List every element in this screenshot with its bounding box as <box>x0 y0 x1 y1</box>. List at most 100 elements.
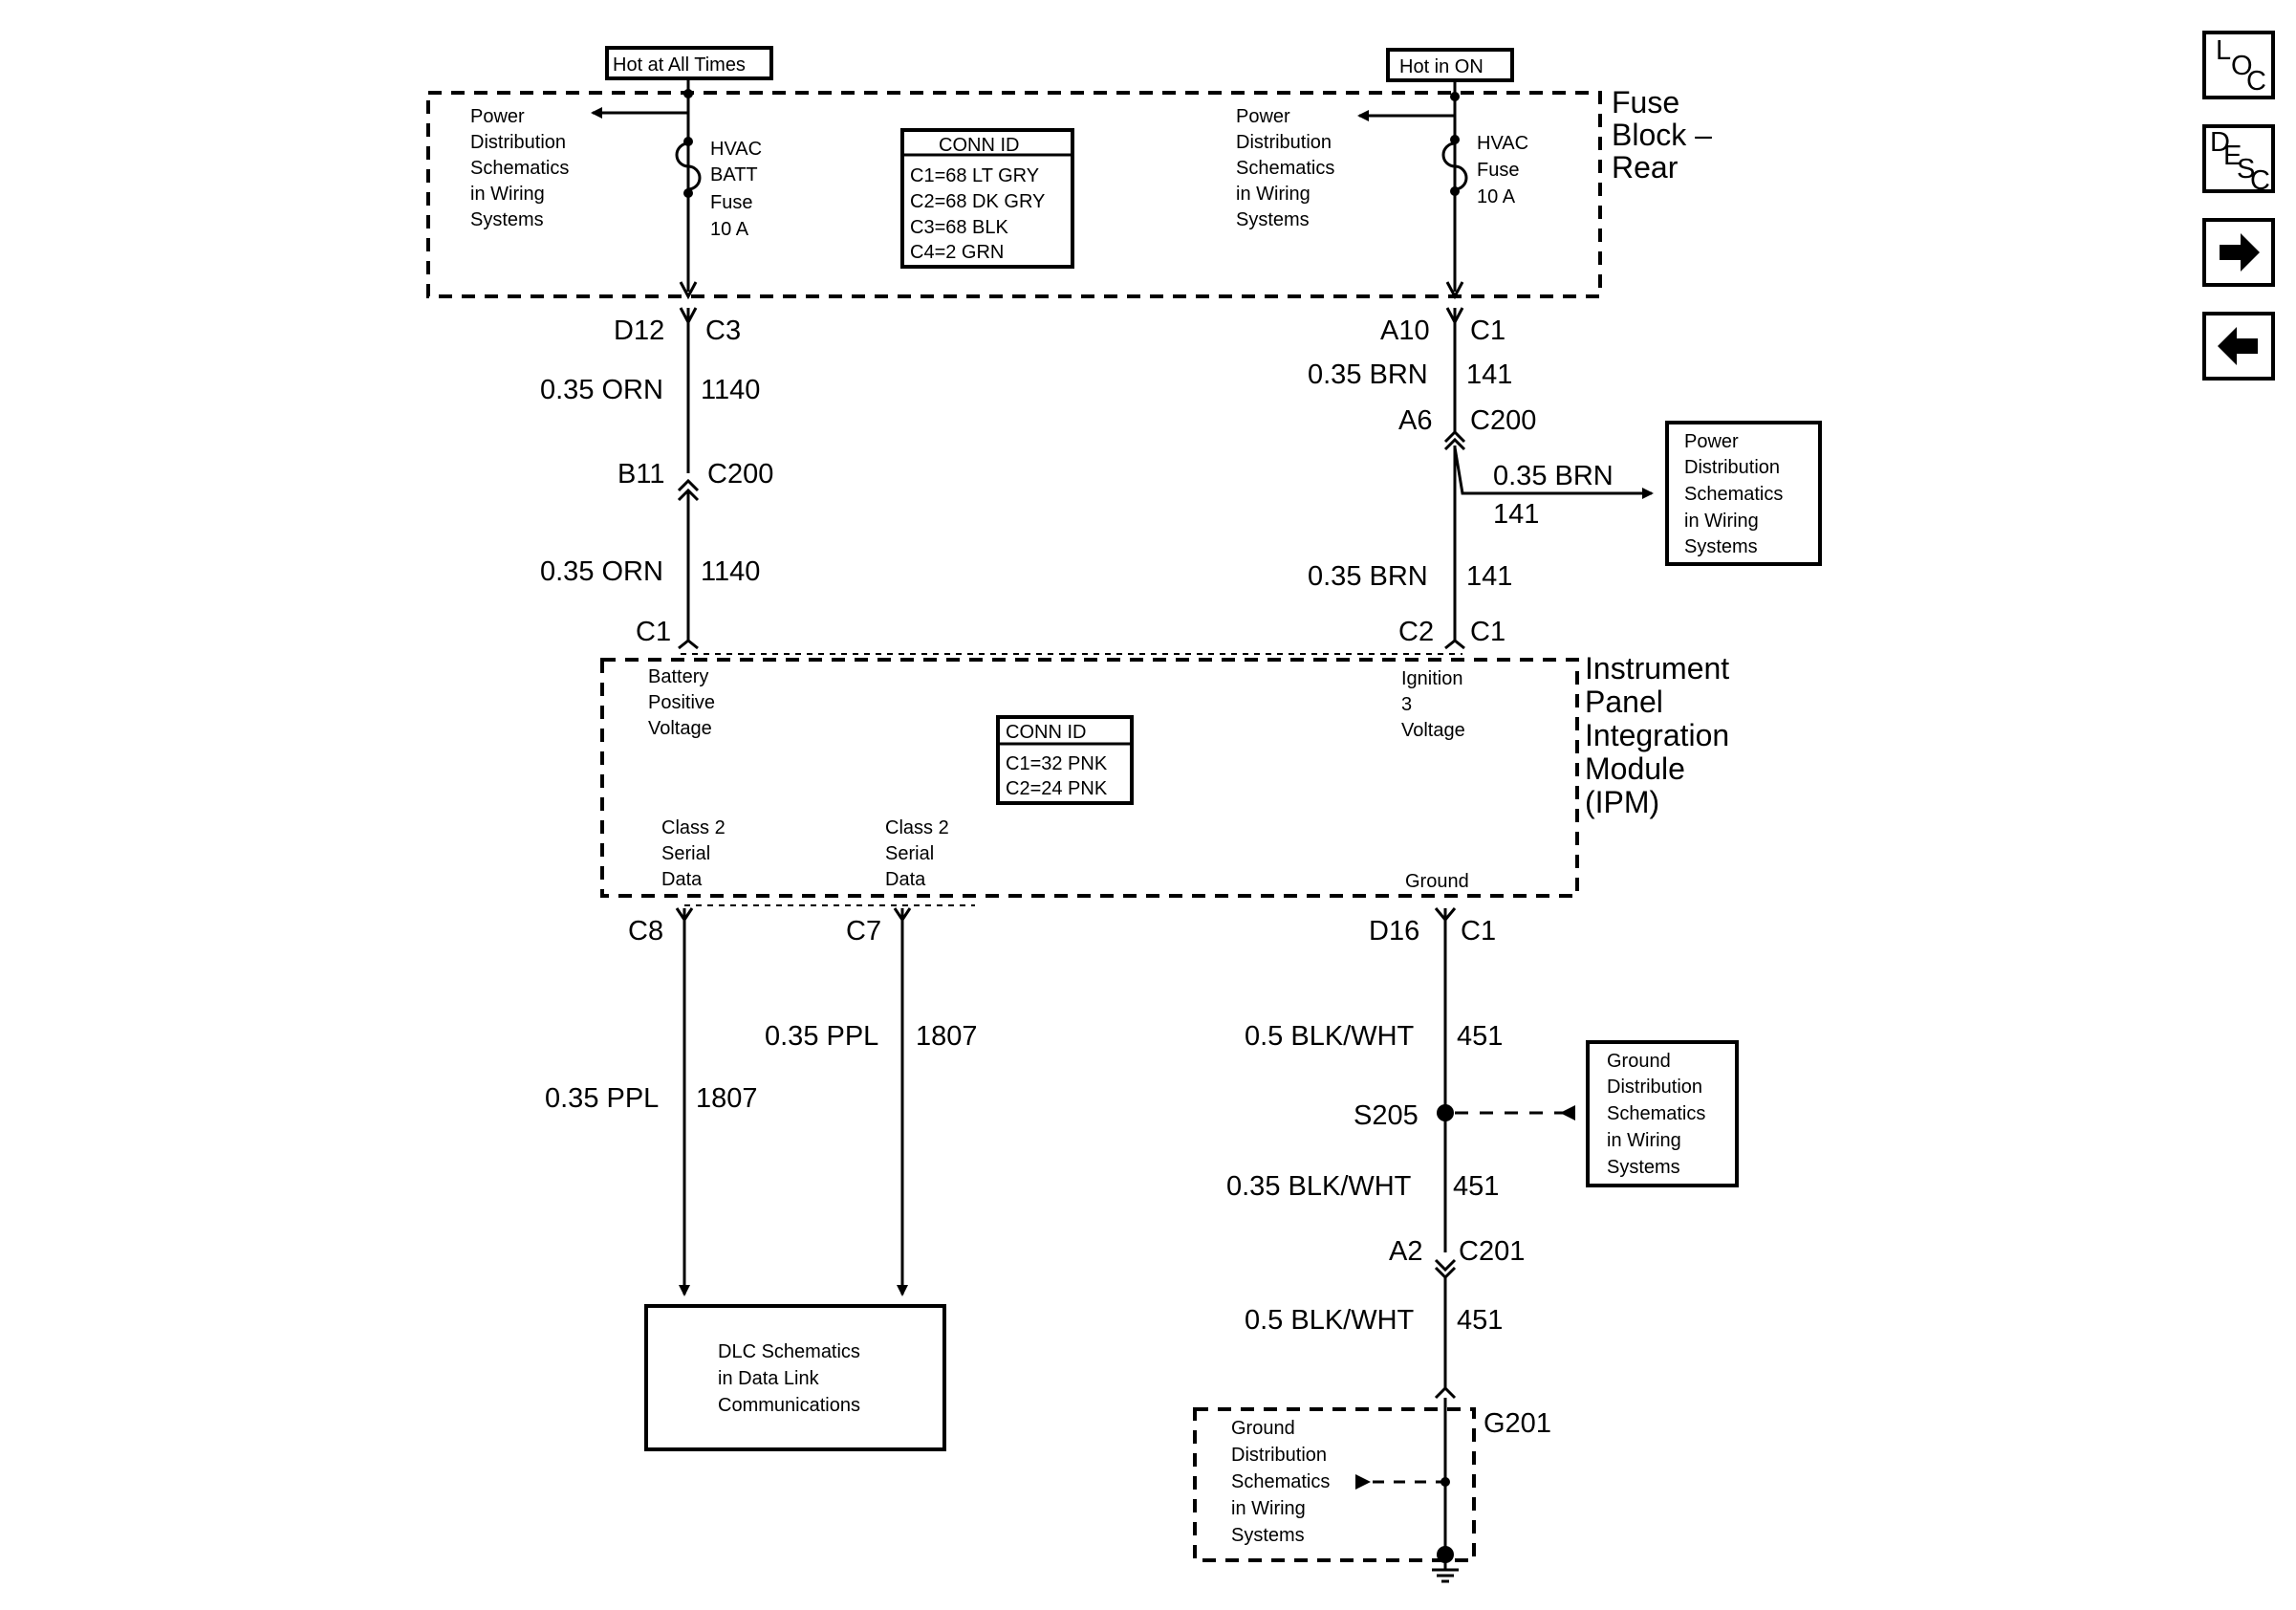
ipm-conn-c1-right: C1 <box>1470 617 1505 647</box>
class2-a-label-3: Data <box>661 869 703 890</box>
ground-dist-ref-box <box>1586 1040 1739 1187</box>
dlc-ref-3: Communications <box>718 1395 860 1416</box>
wire-141-branch <box>1453 446 1654 499</box>
left-fuse-label-1: HVAC <box>710 139 762 160</box>
circuit-451-b: 451 <box>1453 1171 1499 1202</box>
g201-ref-3: Schematics <box>1231 1471 1330 1492</box>
splice-s205-dot <box>1437 1104 1454 1121</box>
desc-letter-s: S <box>2237 154 2255 185</box>
ground-dist-ref-2: Distribution <box>1607 1077 1702 1098</box>
ipm-conn-c1-left: C1 <box>636 617 671 647</box>
loc-letter-l: L <box>2216 35 2231 66</box>
right-power-ref-2: Distribution <box>1236 132 1332 153</box>
circuit-1140: D12 C3 0.35 ORN 1140 B11 C200 0.35 ORN 1… <box>540 307 773 650</box>
conn-c201: C201 <box>1459 1236 1525 1267</box>
right-fuse-dot-top <box>1450 135 1460 144</box>
circuit-1140-b: 1140 <box>701 556 760 587</box>
c200-right-connector-symbol <box>1443 429 1466 451</box>
dlc-ref-2: in Data Link <box>718 1368 820 1389</box>
circuit-451-c: 451 <box>1457 1305 1503 1336</box>
loc-letter-o: O <box>2231 51 2253 81</box>
g201-ref-4: in Wiring <box>1231 1498 1306 1519</box>
circuit-1807-a: 1807 <box>696 1083 758 1114</box>
fuse-conn-c2: C2=68 DK GRY <box>910 191 1045 212</box>
power-dist-ref-box <box>1665 421 1822 566</box>
left-fuse-label-3: Fuse <box>710 192 752 213</box>
ipm-c1-right-connector <box>1444 639 1465 650</box>
wire-color-brn-a: 0.35 BRN <box>1308 359 1428 390</box>
ground-circuit-451: D16 C1 0.5 BLK/WHT 451 S205 0.35 BLK/WHT… <box>1193 907 1739 1583</box>
pin-a10: A10 <box>1380 315 1430 346</box>
left-fuse-label-4: 10 A <box>710 219 749 240</box>
left-fuse-dot-top <box>683 137 693 146</box>
conn-c3: C3 <box>705 315 741 346</box>
right-hvac-fuse-symbol <box>1441 141 1468 191</box>
pin-a2: A2 <box>1389 1236 1422 1267</box>
previous-page-button[interactable] <box>2202 312 2275 381</box>
left-power-ref-4: in Wiring <box>470 184 545 205</box>
right-fuse-dot-bottom <box>1450 186 1460 196</box>
c201-connector-symbol <box>1434 1258 1457 1280</box>
g201-ref-2: Distribution <box>1231 1445 1327 1466</box>
ipm-label-5: (IPM) <box>1585 785 1659 819</box>
pin-c8: C8 <box>628 916 663 946</box>
ipm-conn-id-title: CONN ID <box>1006 722 1086 743</box>
left-fuse-terminal <box>679 281 698 300</box>
pin-d12: D12 <box>614 315 664 346</box>
ipm-conn-id-box <box>996 715 1134 805</box>
s205-ref-arrowhead <box>1560 1105 1575 1120</box>
ipm-label-4: Module <box>1585 751 1685 786</box>
circuit-1807-b: 1807 <box>916 1021 978 1052</box>
desc-letter-c: C <box>2250 165 2270 196</box>
conn-c1-ground: C1 <box>1461 916 1496 946</box>
ipm-label-2: Panel <box>1585 685 1663 719</box>
ground-dist-ref-5: Systems <box>1607 1157 1680 1178</box>
branch-circuit-141: 141 <box>1493 499 1539 530</box>
ipm-label-3: Integration <box>1585 718 1729 752</box>
left-power-ref-3: Schematics <box>470 158 569 179</box>
next-page-button[interactable] <box>2202 218 2275 287</box>
location-button[interactable]: L O C <box>2202 31 2275 99</box>
desc-letter-d: D <box>2210 127 2230 158</box>
g201-ground-terminal <box>1437 1546 1454 1563</box>
circuit-141-a: 141 <box>1466 359 1512 390</box>
g201-junction-dot <box>1440 1477 1450 1487</box>
fuse-conn-c3: C3=68 BLK <box>910 217 1009 238</box>
hot-at-all-times-label: Hot at All Times <box>613 54 746 76</box>
desc-letter-e: E <box>2223 141 2242 171</box>
right-fuse-label-3: 10 A <box>1477 186 1516 207</box>
wire-color-ppl-a: 0.35 PPL <box>545 1083 659 1114</box>
instrument-panel-integration-module: Instrument Panel Integration Module (IPM… <box>600 651 1729 906</box>
left-fuse-dot-bottom <box>683 188 693 198</box>
hot-in-on-box <box>1386 48 1514 82</box>
right-arrow-icon <box>2220 233 2260 272</box>
ignition-label-3: Voltage <box>1401 720 1465 741</box>
conn-c200-left: C200 <box>707 459 773 490</box>
right-feed-junction <box>1450 92 1460 101</box>
fuse-conn-c4: C4=2 GRN <box>910 242 1004 263</box>
left-arrow-icon <box>2218 327 2258 365</box>
g201-ref-arrowhead <box>1355 1474 1371 1490</box>
right-power-ref-4: in Wiring <box>1236 184 1310 205</box>
left-fuse-label-2: BATT <box>710 164 758 185</box>
fuse-block-outline <box>426 91 1602 298</box>
class2-data-lines: C8 C7 0.35 PPL 1807 0.35 PPL 1807 DLC Sc… <box>545 907 978 1451</box>
ground-dist-ref-3: Schematics <box>1607 1103 1705 1124</box>
ipm-c1-left-connector <box>678 639 699 650</box>
power-dist-ref-4: in Wiring <box>1684 511 1759 532</box>
description-button[interactable]: D E S C <box>2202 124 2275 196</box>
left-power-ref-5: Systems <box>470 209 544 230</box>
class2-b-label-1: Class 2 <box>885 817 949 838</box>
circuit-141: A10 C1 0.35 BRN 141 A6 C200 0.35 BRN 141… <box>1308 307 1822 650</box>
fuse-block-label-2: Block – <box>1612 118 1712 152</box>
fuse-conn-c1: C1=68 LT GRY <box>910 165 1039 186</box>
power-dist-ref-2: Distribution <box>1684 457 1780 478</box>
g201-connector-symbol <box>1434 1385 1457 1400</box>
ipm-conn-c2: C2=24 PNK <box>1006 778 1108 799</box>
wire-color-ppl-b: 0.35 PPL <box>765 1021 878 1052</box>
wire-color-blkwht-b: 0.35 BLK/WHT <box>1226 1171 1412 1202</box>
ipm-pin-c2: C2 <box>1398 617 1434 647</box>
wire-color-brn-b: 0.35 BRN <box>1308 561 1428 592</box>
pin-c7: C7 <box>846 916 881 946</box>
